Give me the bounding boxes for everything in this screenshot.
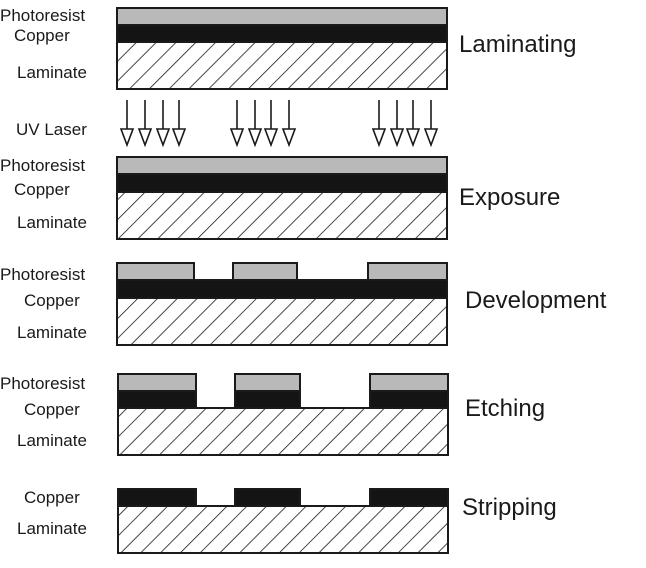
layer-label-photoresist: Photoresist [0, 374, 85, 393]
step-title-stripping: Stripping [462, 494, 557, 521]
step-stripping: Copper Laminate Stripping [17, 488, 557, 554]
photoresist-layer [116, 7, 448, 26]
laminate-layer [116, 297, 448, 346]
copper-trace [234, 390, 301, 409]
step-title-development: Development [465, 287, 607, 314]
layer-label-laminate: Laminate [17, 519, 87, 538]
uv-arrow-head-icon [119, 128, 135, 148]
uv-arrow-head-icon [371, 128, 387, 148]
layer-label-copper: Copper [14, 26, 70, 45]
layer-label-laminate: Laminate [17, 63, 87, 82]
layer-label-copper: Copper [24, 291, 80, 310]
copper-trace [369, 488, 449, 507]
uv-arrow-head-icon [137, 128, 153, 148]
copper-trace [369, 390, 449, 409]
step-etching: Photoresist Copper Laminate Etching [0, 373, 545, 456]
uv-arrow-head-icon [281, 128, 297, 148]
copper-layer [116, 24, 448, 43]
layer-label-photoresist: Photoresist [0, 265, 85, 284]
step-development: Photoresist Copper Laminate Development [0, 262, 607, 346]
uv-arrow-head-icon [171, 128, 187, 148]
step-exposure: UV Laser Photoresist Copper Laminate Exp… [0, 100, 560, 240]
photoresist-pad [116, 262, 195, 281]
layer-label-photoresist: Photoresist [0, 6, 85, 25]
layer-label-copper: Copper [14, 180, 70, 199]
layer-label-copper: Copper [24, 400, 80, 419]
step-laminating: Photoresist Copper Laminate Laminating [0, 6, 576, 90]
copper-trace [117, 488, 197, 507]
photoresist-pad [369, 373, 449, 392]
layer-label-laminate: Laminate [17, 213, 87, 232]
laminate-layer [116, 191, 448, 240]
layer-label-photoresist: Photoresist [0, 156, 85, 175]
copper-trace [117, 390, 197, 409]
step-title-exposure: Exposure [459, 184, 560, 211]
laminate-layer [116, 41, 448, 90]
photoresist-layer [116, 156, 448, 175]
uv-arrow-head-icon [229, 128, 245, 148]
uv-arrow-head-icon [405, 128, 421, 148]
step-title-etching: Etching [465, 395, 545, 422]
photoresist-pad [367, 262, 448, 281]
laminate-layer [117, 505, 449, 554]
copper-layer [116, 173, 448, 193]
uv-arrow-head-icon [423, 128, 439, 148]
layer-label-laminate: Laminate [17, 431, 87, 450]
copper-layer [116, 279, 448, 299]
photoresist-pad [234, 373, 301, 392]
layer-label-laminate: Laminate [17, 323, 87, 342]
photoresist-pad [232, 262, 298, 281]
laminate-layer [117, 407, 449, 456]
photoresist-pad [117, 373, 197, 392]
step-title-laminating: Laminating [459, 31, 576, 58]
copper-trace [234, 488, 301, 507]
uv-laser-label: UV Laser [16, 120, 87, 139]
uv-arrow-head-icon [247, 128, 263, 148]
layer-label-copper: Copper [24, 488, 80, 507]
uv-arrow-head-icon [155, 128, 171, 148]
uv-arrow-head-icon [389, 128, 405, 148]
uv-arrow-head-icon [263, 128, 279, 148]
uv-laser-arrows [119, 100, 439, 148]
